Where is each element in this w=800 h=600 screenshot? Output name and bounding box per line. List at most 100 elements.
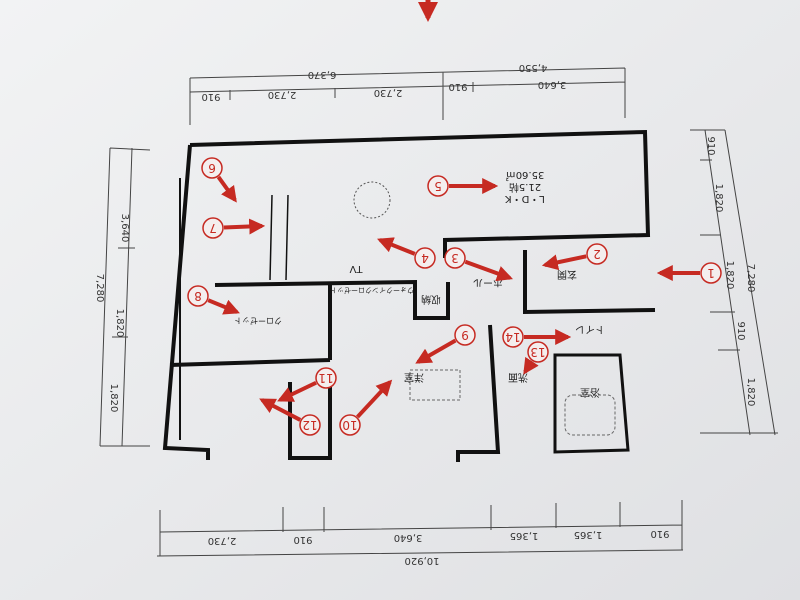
top-seg: 910	[448, 81, 467, 92]
marker-circle	[339, 414, 361, 436]
marker-arrow-icon	[523, 356, 539, 375]
bottom-total: 10,920	[405, 555, 440, 566]
marker-arrow-icon	[277, 380, 317, 402]
bathtub-icon	[564, 394, 616, 436]
marker-arrow-icon	[216, 175, 237, 203]
marker-circle	[700, 262, 722, 284]
ceiling-light-icon	[353, 181, 391, 219]
right-total: 7,280	[745, 264, 756, 293]
marker-number: 6	[208, 161, 216, 175]
marker-arrow-icon	[541, 254, 587, 271]
marker-arrow-icon	[415, 338, 457, 364]
marker-number: 9	[461, 328, 469, 342]
left-seg: 1,820	[114, 309, 125, 338]
marker-12: 12	[259, 398, 321, 436]
marker-number: 11	[318, 371, 333, 385]
marker-circle	[315, 367, 337, 389]
marker-arrow-icon	[356, 379, 393, 419]
left-dimensions	[99, 147, 151, 447]
toilet-label: トイレ	[575, 323, 605, 334]
top-total-left: 6,370	[308, 69, 337, 80]
storage-label: 収納	[421, 293, 441, 306]
left-total: 7,280	[94, 274, 105, 303]
marker-number: 8	[194, 289, 202, 303]
marker-circle	[427, 175, 449, 197]
top-seg: 2,730	[374, 87, 403, 98]
bottom-seg: 1,365	[574, 529, 603, 540]
marker-number: 1	[707, 266, 715, 280]
marker-11: 11	[277, 367, 337, 402]
marker-circle	[202, 217, 224, 239]
left-seg: 3,640	[119, 214, 130, 243]
top-seg: 910	[201, 91, 220, 102]
bottom-seg: 2,730	[208, 535, 237, 546]
table-icon	[409, 369, 461, 401]
bottom-seg: 910	[650, 528, 669, 539]
marker-number: 7	[209, 221, 217, 235]
right-seg: 1,820	[724, 261, 735, 290]
marker-arrow-icon	[259, 398, 302, 422]
marker-3: 3	[444, 247, 514, 282]
right-seg: 910	[705, 136, 716, 155]
bath-label: 浴室	[580, 386, 600, 399]
marker-4: 4	[377, 237, 436, 269]
marker-circle	[527, 341, 549, 363]
top-seg: 2,730	[268, 89, 297, 100]
marker-8: 8	[187, 285, 240, 315]
western-room-label: 洋室	[404, 371, 424, 384]
marker-1: 1	[656, 262, 722, 284]
top-seg: 3,640	[538, 79, 567, 90]
hall-label: ホール	[473, 276, 503, 288]
marker-6: 6	[201, 157, 237, 203]
marker-10: 10	[339, 379, 393, 436]
marker-number: 3	[451, 251, 459, 265]
closet-label: クローゼット	[234, 316, 282, 326]
marker-circle	[187, 285, 209, 307]
marker-14: 14	[502, 326, 572, 348]
marker-7: 7	[202, 217, 266, 239]
marker-circle	[502, 326, 524, 348]
marker-number: 13	[530, 345, 545, 359]
marker-circle	[299, 414, 321, 436]
bottom-seg: 910	[293, 534, 312, 545]
right-seg: 910	[735, 321, 746, 340]
marker-arrow-icon	[377, 237, 416, 256]
marker-circle	[454, 324, 476, 346]
top-total-right: 4,550	[519, 62, 548, 73]
ldk-size: 21.5帖	[509, 181, 541, 194]
washroom-label: 洗面	[508, 371, 528, 383]
left-seg: 1,820	[108, 384, 119, 413]
marker-2: 2	[541, 243, 608, 271]
entrance-label: 玄関	[557, 268, 577, 281]
marker-number: 2	[593, 247, 601, 261]
top-dimensions	[189, 67, 626, 125]
ldk-name: L・D・K	[505, 193, 545, 204]
marker-circle	[586, 243, 608, 265]
ldk-area: 35.60㎡	[506, 169, 545, 181]
right-seg: 1,820	[745, 378, 756, 407]
marker-arrow-icon	[223, 218, 266, 235]
marker-5: 5	[427, 175, 499, 197]
marker-circle	[444, 247, 466, 269]
tv-label: TV	[349, 263, 363, 274]
marker-number: 5	[434, 179, 442, 193]
marker-9: 9	[415, 324, 476, 364]
right-seg: 1,820	[713, 184, 724, 213]
right-dimensions	[690, 129, 778, 436]
walls	[162, 129, 656, 462]
marker-number: 12	[302, 418, 317, 432]
walk-in-closet-label: ウォークインクローゼット	[330, 286, 414, 295]
marker-number: 14	[505, 330, 520, 344]
marker-number: 4	[421, 251, 429, 265]
marker-circle	[201, 157, 223, 179]
marker-circle	[414, 247, 436, 269]
marker-arrow-icon	[464, 259, 514, 282]
bottom-dimensions	[156, 500, 684, 557]
marker-13: 13	[523, 341, 549, 375]
marker-arrow-icon	[207, 298, 240, 315]
bottom-seg: 1,365	[510, 530, 539, 541]
marker-number: 10	[342, 418, 357, 432]
